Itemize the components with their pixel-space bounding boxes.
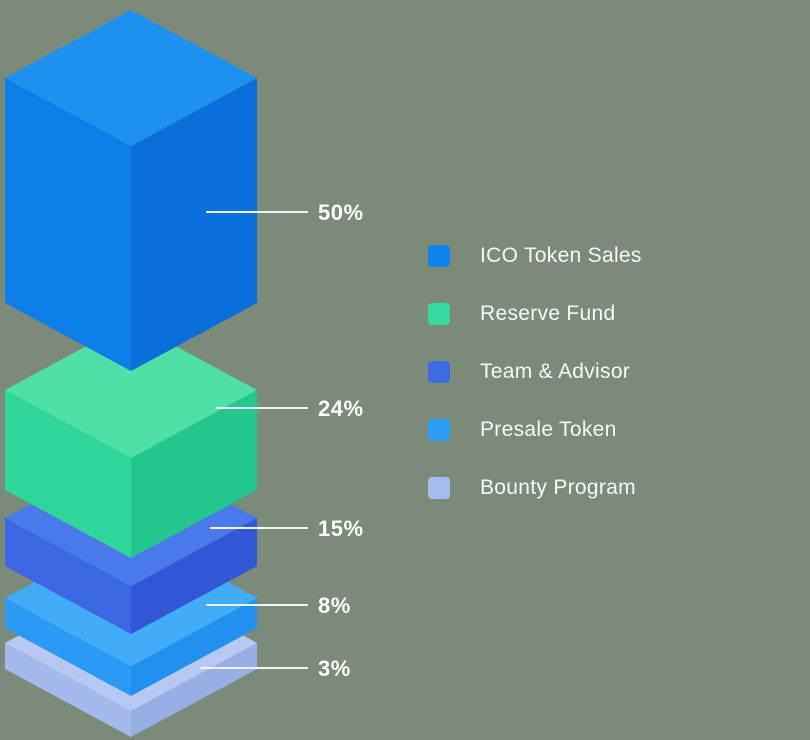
legend-item-presale-token: Presale Token — [428, 418, 642, 441]
block-face-left — [5, 518, 131, 634]
chart-legend: ICO Token Sales Reserve Fund Team & Advi… — [428, 244, 642, 499]
value-label: 50% — [318, 200, 364, 225]
value-label: 8% — [318, 593, 351, 618]
value-label: 3% — [318, 656, 351, 681]
legend-item-team-advisor: Team & Advisor — [428, 360, 642, 383]
block-face-left — [5, 598, 131, 696]
legend-swatch — [428, 418, 450, 441]
block-face-right — [131, 390, 257, 558]
block-face-right — [131, 598, 257, 696]
legend-swatch — [428, 476, 450, 499]
legend-item-bounty-program: Bounty Program — [428, 476, 642, 499]
value-label: 24% — [318, 396, 364, 421]
block-face-top — [5, 10, 257, 146]
block-face-right — [131, 518, 257, 634]
block-face-right — [131, 78, 257, 371]
legend-label: ICO Token Sales — [480, 243, 642, 267]
value-label: 15% — [318, 516, 364, 541]
legend-item-ico-token-sales: ICO Token Sales — [428, 244, 642, 267]
block-face-left — [5, 78, 131, 371]
legend-label: Team & Advisor — [480, 359, 631, 383]
legend-label: Reserve Fund — [480, 301, 616, 325]
legend-item-reserve-fund: Reserve Fund — [428, 302, 642, 325]
block-face-right — [131, 643, 257, 737]
legend-swatch — [428, 360, 450, 383]
legend-swatch — [428, 244, 450, 267]
block-face-top — [5, 322, 257, 458]
legend-label: Bounty Program — [480, 475, 636, 499]
block-face-left — [5, 643, 131, 737]
legend-swatch — [428, 302, 450, 325]
legend-label: Presale Token — [480, 417, 617, 441]
block-face-left — [5, 390, 131, 558]
